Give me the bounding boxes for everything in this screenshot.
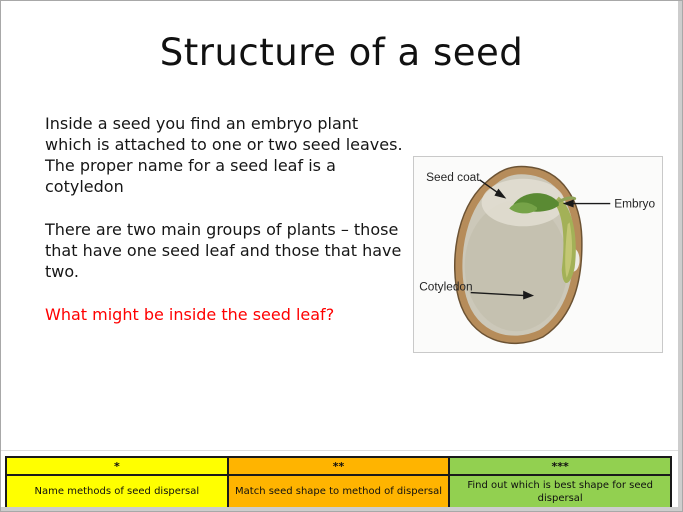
- slide-title: Structure of a seed: [159, 31, 524, 74]
- groups-paragraph: There are two main groups of plants – th…: [45, 220, 407, 281]
- task-description: Name methods of seed dispersal: [34, 486, 200, 498]
- cotyledon-arrow-line: [470, 291, 526, 297]
- slide-bottom-edge-line: [1, 450, 682, 451]
- embryo-label: Embryo: [614, 196, 655, 210]
- body-text-block: Inside a seed you find an embryo plant w…: [45, 113, 403, 347]
- embryo-stem: [555, 196, 577, 205]
- canvas-edge-bottom: [1, 507, 682, 511]
- task-description: Find out which is best shape for seed di…: [467, 480, 653, 504]
- cotyledon-arrowhead: [523, 290, 535, 300]
- star-rating: **: [228, 458, 449, 476]
- seed-coat-label: Seed coat: [426, 170, 480, 184]
- star-rating: *: [7, 458, 227, 476]
- star-rating: ***: [450, 458, 671, 476]
- cotyledon-shading: [464, 200, 568, 332]
- seed-diagram: Seed coat Embryo Cotyledon: [413, 156, 663, 353]
- cotyledon-label: Cotyledon: [419, 280, 472, 294]
- seed-illustration: Seed coat Embryo Cotyledon: [419, 165, 655, 345]
- task-column-three-star: *** Find out which is best shape for see…: [448, 458, 671, 509]
- canvas-edge-right: [678, 1, 682, 511]
- embryo-leaf-lobe: [509, 202, 538, 214]
- task-column-one-star: * Name methods of seed dispersal: [7, 458, 227, 509]
- seed-coat-arrowhead: [494, 188, 507, 199]
- embryo-arrowhead: [562, 199, 574, 208]
- task-table: * Name methods of seed dispersal ** Matc…: [5, 456, 672, 511]
- intro-paragraph: Inside a seed you find an embryo plant w…: [45, 114, 413, 196]
- task-column-two-star: ** Match seed shape to method of dispers…: [226, 458, 449, 509]
- embryo-radicle-highlight: [565, 222, 573, 278]
- task-description: Match seed shape to method of dispersal: [235, 486, 442, 498]
- question-text: What might be inside the seed leaf?: [45, 305, 335, 324]
